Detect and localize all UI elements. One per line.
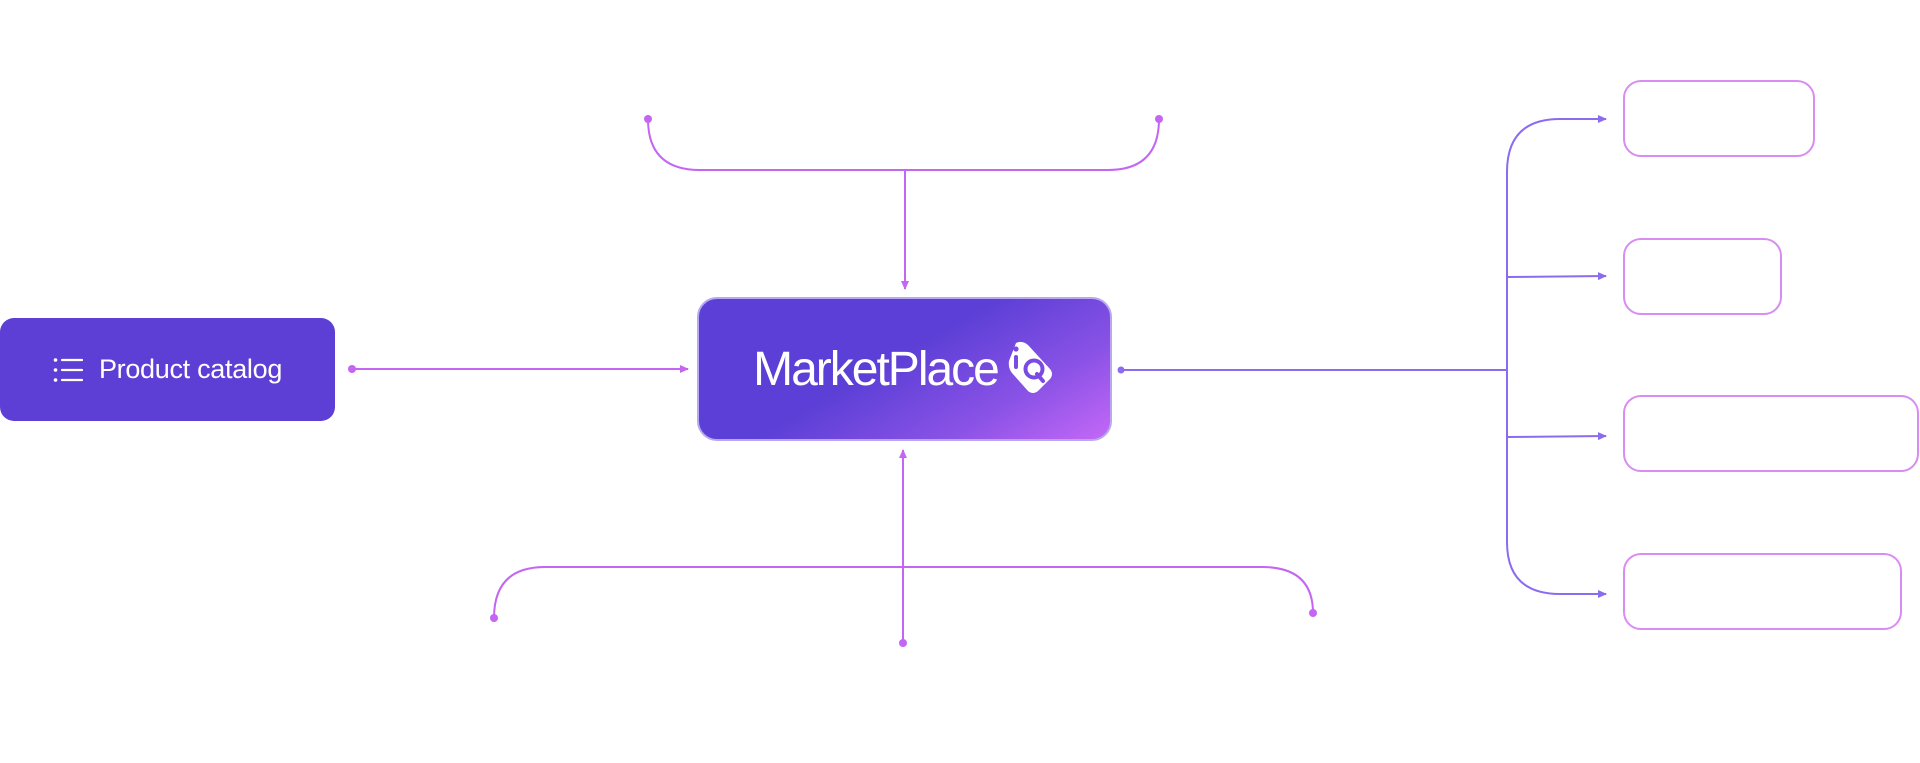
product-catalog-label: Product catalog xyxy=(98,354,283,384)
output-node-4 xyxy=(1623,553,1902,630)
output-node-1 xyxy=(1623,80,1815,157)
bottom-inputs-connector xyxy=(490,449,1317,647)
output-node-3 xyxy=(1623,395,1919,472)
product-catalog-node: Product catalog xyxy=(0,318,335,421)
list-icon xyxy=(53,357,83,382)
top-inputs-connector xyxy=(644,115,1163,290)
catalog-to-hub-connector xyxy=(348,365,689,373)
brand-name: MarketPlace xyxy=(753,342,1000,396)
hub-to-outputs-connector xyxy=(1117,115,1607,598)
output-node-2 xyxy=(1623,238,1782,315)
marketplace-iq-logo xyxy=(1008,341,1052,393)
marketplace-hub-node: MarketPlace xyxy=(697,297,1112,441)
